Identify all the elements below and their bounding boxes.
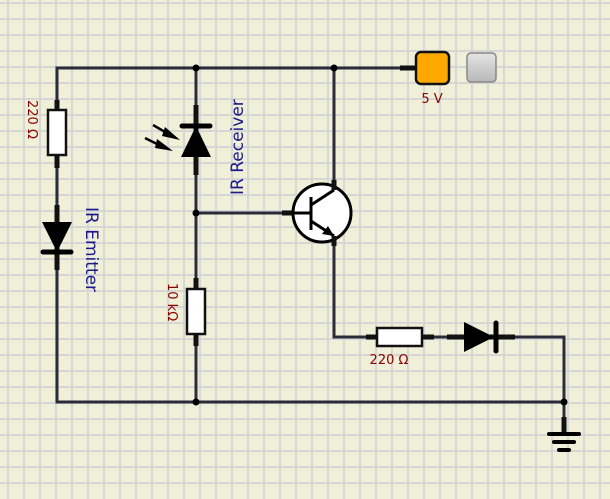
diode-triangle (181, 126, 211, 157)
toggle-button[interactable] (466, 52, 497, 83)
wire-led-to-ground[interactable] (513, 335, 566, 422)
resistor-body (185, 287, 207, 336)
resistor-pulldown-label: 10 kΩ (164, 283, 179, 321)
supply-button[interactable] (414, 50, 451, 86)
wire-emitter-out[interactable] (332, 236, 372, 339)
light-arrows-icon (144, 123, 180, 151)
resistor-pulldown[interactable]: 10 kΩ (164, 278, 207, 346)
resistor-led[interactable]: 220 Ω (366, 326, 434, 368)
transistor-collector (310, 188, 335, 207)
resistor-body (46, 108, 68, 157)
junction-dot (330, 64, 338, 72)
diode-triangle (42, 222, 72, 252)
resistor-emitter-label: 220 Ω (24, 100, 39, 139)
supply-label: 5 V (421, 92, 442, 107)
junction-dot (192, 64, 200, 72)
ir-emitter[interactable]: IR Emitter (40, 205, 101, 292)
junction-dot (192, 398, 200, 406)
supply-toggle[interactable] (466, 52, 497, 83)
ir-receiver[interactable]: IR Receiver (144, 99, 248, 195)
resistor-led-label: 220 Ω (370, 353, 409, 368)
ir-receiver-label: IR Receiver (228, 99, 248, 195)
junctions (192, 64, 568, 406)
supply-5v[interactable]: 5 V (400, 50, 451, 107)
diode-triangle (464, 322, 494, 352)
led-diode[interactable] (447, 320, 515, 354)
ground[interactable] (547, 417, 581, 452)
resistor-body (375, 326, 424, 348)
npn-transistor[interactable] (282, 180, 353, 246)
resistor-emitter[interactable]: 220 Ω (24, 100, 68, 168)
junction-dot (192, 209, 200, 217)
emitter-arrow-icon (322, 226, 334, 236)
junction-dot (560, 398, 568, 406)
ir-emitter-label: IR Emitter (81, 207, 101, 292)
wire-emitter-to-ground-rail[interactable] (55, 258, 566, 404)
